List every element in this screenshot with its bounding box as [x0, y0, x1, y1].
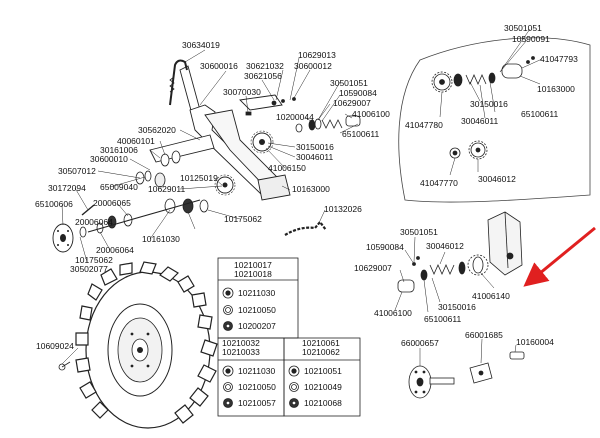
bearing-icons: [222, 287, 300, 408]
hub-parts-left: [79, 150, 209, 238]
part-label: 30507012: [58, 166, 96, 176]
part-label: 41006150: [268, 163, 306, 173]
part-label: 10132026: [324, 204, 362, 214]
table-top-header-1: 10210017: [234, 260, 272, 270]
part-label: 30070030: [223, 87, 261, 97]
small-fasteners: [245, 97, 296, 116]
part-label: 30501051: [330, 78, 368, 88]
part-label: 30150016: [470, 99, 508, 109]
table-right-header-1: 10210061: [302, 338, 340, 348]
part-label: 10200044: [276, 112, 314, 122]
part-label: 30161006: [100, 145, 138, 155]
part-label: 20006065: [93, 198, 131, 208]
part-label: 41047770: [420, 178, 458, 188]
part-label: 10175062: [75, 255, 113, 265]
part-label: 30501051: [504, 23, 542, 33]
table-top-header-2: 10210018: [234, 269, 272, 279]
wheel-tire: [75, 261, 218, 429]
table-left-row-1: 10211030: [238, 366, 275, 376]
part-label: 30501051: [400, 227, 438, 237]
part-label: 65100611: [424, 314, 461, 324]
part-label: 30150016: [296, 142, 334, 152]
part-label: 10590084: [366, 242, 404, 252]
shaft-left: [87, 199, 201, 233]
part-label: 30634019: [182, 40, 220, 50]
handle-part: [169, 59, 188, 106]
table-right-row-2: 10210049: [304, 382, 342, 392]
part-label: 10629013: [298, 50, 336, 60]
leader-lines: [61, 28, 543, 366]
part-label: 10629011: [148, 184, 185, 194]
subassembly-outline: [398, 37, 591, 203]
table-right-row-3: 10210068: [304, 398, 342, 408]
part-label: 30046011: [461, 116, 498, 126]
part-number-labels: 30634019 30600016 30621032 30621056 1062…: [35, 23, 578, 351]
part-label: 10161030: [142, 234, 180, 244]
part-label: 65100611: [521, 109, 558, 119]
table-left-row-2: 10210050: [238, 382, 276, 392]
frame-arm: [149, 65, 291, 201]
part-label: 10609024: [36, 341, 74, 351]
part-label: 30600010: [90, 154, 128, 164]
highlight-arrow: [523, 226, 596, 287]
part-label: 10125019: [180, 173, 218, 183]
spring-part: [169, 76, 175, 93]
part-label: 41006100: [352, 109, 390, 119]
part-label: 40060101: [117, 136, 155, 146]
sprocket-upper: [250, 130, 274, 154]
table-text: 10210017 10210018 10211030 10210050 1020…: [222, 260, 342, 408]
spring-bushing-upper: [295, 115, 361, 133]
part-label: 10163000: [292, 184, 330, 194]
part-label: 65100606: [35, 199, 73, 209]
valve-bolt: [58, 361, 71, 371]
part-label: 10160004: [516, 337, 554, 347]
part-label: 41047780: [405, 120, 443, 130]
part-label: 66001685: [465, 330, 503, 340]
part-label: 66000657: [401, 338, 439, 348]
table-right-header-2: 10210062: [302, 347, 340, 357]
table-left-header-2: 10210033: [222, 347, 260, 357]
part-label: 30600016: [200, 61, 238, 71]
hub-disk-left: [52, 223, 74, 253]
part-label: 10175062: [224, 214, 262, 224]
part-label: 30150016: [438, 302, 476, 312]
table-left-header-1: 10210032: [222, 338, 260, 348]
part-label: 65009040: [100, 182, 138, 192]
table-right-row-1: 10210051: [304, 366, 342, 376]
part-label: 41006100: [374, 308, 412, 318]
table-left-row-3: 10210057: [238, 398, 276, 408]
part-label: 10629007: [354, 263, 392, 273]
sprocket-lower: [214, 174, 236, 196]
part-label: 30621032: [246, 61, 284, 71]
table-top-row-3: 10200207: [238, 321, 276, 331]
part-label: 10590084: [339, 88, 377, 98]
part-label: 30502077: [70, 264, 108, 274]
part-label: 30172094: [48, 183, 86, 193]
part-label: 10629007: [333, 98, 371, 108]
part-label: 10590091: [512, 34, 550, 44]
part-label: 10163000: [537, 84, 575, 94]
chain-part: [284, 220, 327, 236]
hub-bottom-right: [408, 351, 525, 399]
right-upper-assembly: [431, 56, 535, 160]
part-label: 30046011: [296, 152, 333, 162]
part-label: 20006064: [75, 217, 113, 227]
parts-table: [217, 257, 361, 417]
part-label: 41047793: [540, 54, 578, 64]
part-label: 20006064: [96, 245, 134, 255]
part-label: 30600012: [294, 61, 332, 71]
part-label: 41006140: [472, 291, 510, 301]
part-label: 30046012: [478, 174, 516, 184]
table-top-row-1: 10211030: [238, 288, 275, 298]
part-label: 30046012: [426, 241, 464, 251]
part-label: 30562020: [138, 125, 176, 135]
part-label: 30621056: [244, 71, 282, 81]
right-lower-assembly: [397, 211, 523, 293]
table-top-row-2: 10210050: [238, 305, 276, 315]
part-label: 65100611: [342, 129, 379, 139]
